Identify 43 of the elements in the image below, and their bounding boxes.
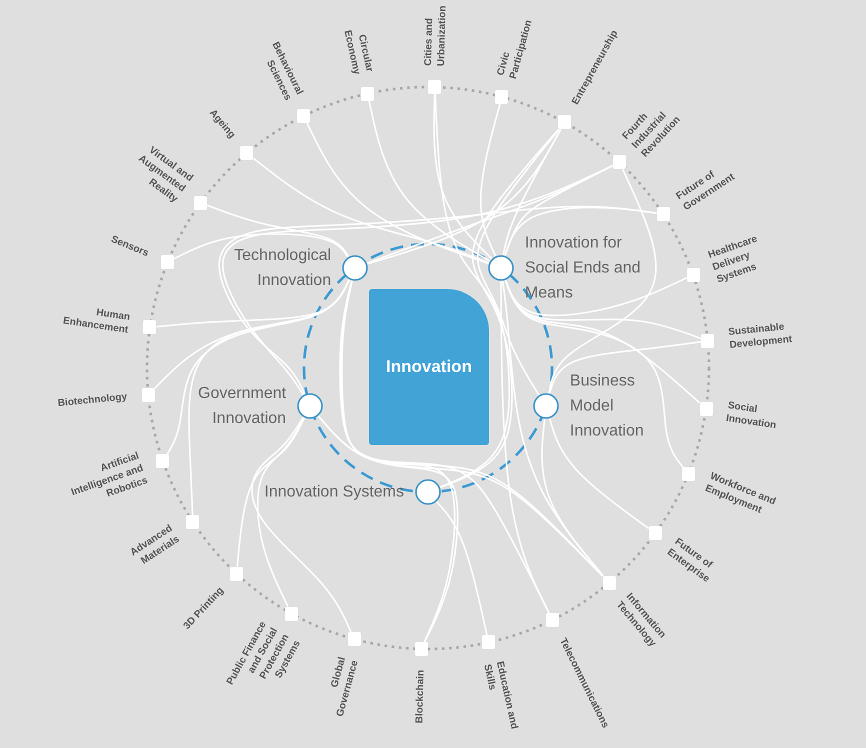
connector-line (206, 204, 350, 257)
connector-line (339, 280, 550, 614)
connector-line (251, 416, 352, 632)
connector-line (433, 94, 492, 260)
connector-line (318, 416, 458, 642)
connector-line (218, 206, 657, 395)
topic-label: Blockchain (412, 670, 428, 726)
connector-line (541, 419, 604, 576)
central-topic-title: Innovation (386, 357, 472, 377)
topic-label: Biotechnology (56, 390, 128, 410)
connector-line (368, 100, 490, 262)
key-issue-label: Innovation for Social Ends and Means (524, 233, 642, 304)
connector-line (504, 280, 702, 340)
connector-line (222, 164, 614, 396)
connector-line (504, 277, 687, 316)
key-issue-label: Technological Innovation (233, 246, 332, 291)
connector-line (548, 168, 657, 394)
connector-line (252, 158, 490, 264)
connector-line (156, 279, 350, 328)
connector-line (480, 104, 501, 256)
connector-line (434, 94, 510, 488)
connector-line (500, 280, 550, 614)
connector-line (306, 122, 489, 264)
topic-label: Social Innovation (724, 398, 778, 432)
connector-line (502, 280, 604, 576)
connector-line (436, 501, 488, 636)
connector-line (174, 233, 348, 260)
central-topic-panel (369, 289, 489, 445)
key-issue-label: Government Innovation (197, 384, 286, 430)
connector-line (548, 341, 702, 394)
connector-line (476, 128, 560, 396)
topic-label: Cities and Urbanization (422, 4, 450, 66)
key-issue-label: Innovation Systems (263, 482, 404, 502)
topic-label: Sustainable Development (727, 320, 794, 352)
topic-label: Circular Economy (340, 28, 376, 76)
connector-line (440, 128, 560, 488)
connector-line (236, 418, 306, 567)
connector-line (188, 278, 350, 515)
connector-line (548, 418, 650, 530)
topic-label: Education and Skills (480, 660, 521, 732)
topic-label: Human Enhancement (62, 306, 132, 338)
key-issue-label: Business Model Innovation (570, 372, 645, 442)
connector-line (502, 129, 562, 256)
